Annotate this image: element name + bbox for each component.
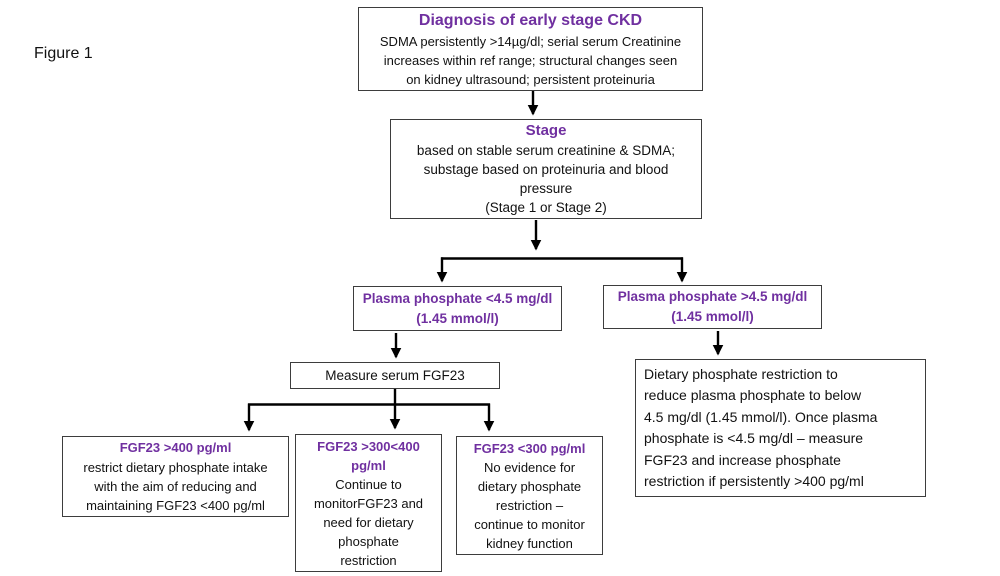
node-fgf23-high-body: restrict dietary phosphate intake with t… xyxy=(83,460,268,513)
node-fgf23-low-body: No evidence for dietary phosphate restri… xyxy=(474,459,585,551)
node-fgf23-mid: FGF23 >300<400 pg/ml Continue to monitor… xyxy=(295,434,442,572)
node-diagnosis-title: Diagnosis of early stage CKD xyxy=(418,11,643,29)
node-phosphate-high: Plasma phosphate >4.5 mg/dl (1.45 mmol/l… xyxy=(603,285,822,329)
node-stage-title: Stage xyxy=(525,122,567,139)
node-fgf23-high-title: FGF23 >400 pg/ml xyxy=(119,440,232,455)
node-fgf23-low: FGF23 <300 pg/ml No evidence for dietary… xyxy=(456,436,603,555)
node-dietary-restriction-body: Dietary phosphate restriction to reduce … xyxy=(644,365,878,490)
node-phosphate-high-title: Plasma phosphate >4.5 mg/dl (1.45 mmol/l… xyxy=(617,289,808,324)
node-dietary-restriction: Dietary phosphate restriction to reduce … xyxy=(635,359,926,497)
node-fgf23-mid-title: FGF23 >300<400 pg/ml xyxy=(317,438,420,473)
node-stage: Stage based on stable serum creatinine &… xyxy=(390,119,702,219)
figure-label: Figure 1 xyxy=(34,45,93,62)
node-fgf23-low-title: FGF23 <300 pg/ml xyxy=(473,440,586,456)
node-fgf23-mid-body: Continue to monitorFGF23 and need for di… xyxy=(313,476,424,568)
node-measure-fgf23: Measure serum FGF23 xyxy=(290,362,500,389)
node-diagnosis-body: SDMA persistently >14µg/dl; serial serum… xyxy=(379,33,682,87)
node-phosphate-low: Plasma phosphate <4.5 mg/dl (1.45 mmol/l… xyxy=(353,286,562,331)
node-phosphate-low-title: Plasma phosphate <4.5 mg/dl (1.45 mmol/l… xyxy=(362,290,553,326)
node-diagnosis: Diagnosis of early stage CKD SDMA persis… xyxy=(358,7,703,91)
node-stage-body: based on stable serum creatinine & SDMA;… xyxy=(416,143,676,215)
node-fgf23-high: FGF23 >400 pg/ml restrict dietary phosph… xyxy=(62,436,289,517)
node-measure-fgf23-label: Measure serum FGF23 xyxy=(325,367,465,383)
